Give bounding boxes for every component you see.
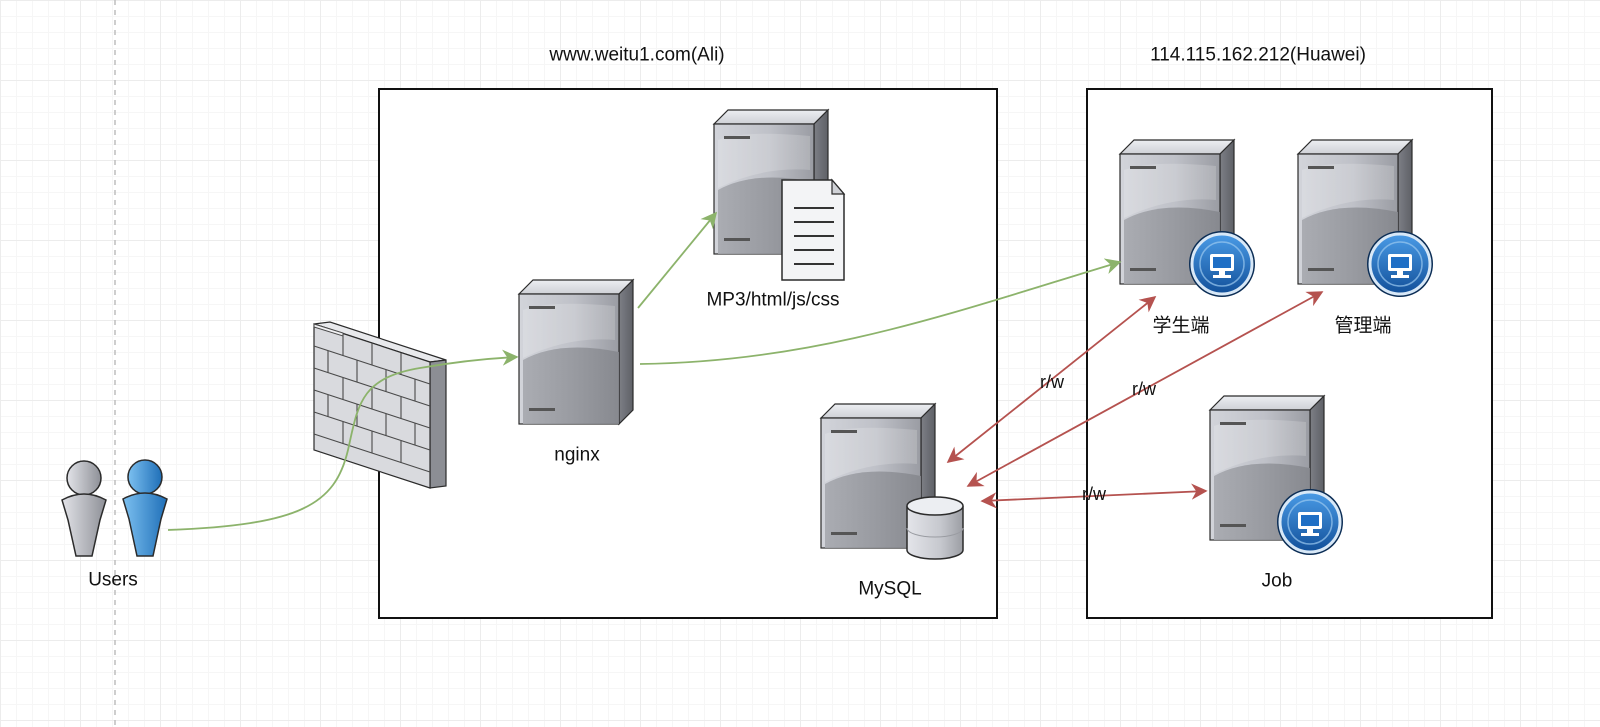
- admin-label: 管理端: [1334, 315, 1392, 337]
- edge-admin-mysql: [966, 291, 1324, 487]
- job-server-icon: [1209, 395, 1345, 557]
- ali-region-title: www.weitu1.com(Ali): [549, 44, 725, 66]
- edge-nginx-to-student: [639, 258, 1122, 365]
- mysql-label: MySQL: [858, 578, 922, 600]
- edge-label-admin-mysql: r/w: [1132, 379, 1156, 399]
- job-label: Job: [1261, 570, 1293, 592]
- firewall-icon: [313, 321, 447, 489]
- users-icon: [61, 459, 168, 557]
- edge-job-mysql: [980, 483, 1208, 509]
- nginx-label: nginx: [554, 444, 600, 466]
- database-server-icon: [820, 403, 964, 560]
- edge-label-job-mysql: r/w: [1082, 484, 1106, 504]
- huawei-region-title: 114.115.162.212(Huawei): [1150, 44, 1366, 66]
- nginx-server-icon: [518, 279, 634, 425]
- edge-users-to-nginx: [167, 349, 519, 531]
- file-server-icon: [713, 109, 846, 281]
- users-label: Users: [88, 569, 138, 591]
- student-label: 学生端: [1152, 315, 1210, 337]
- static-files-label: MP3/html/js/css: [706, 289, 840, 311]
- edge-label-student-mysql: r/w: [1040, 372, 1064, 392]
- edge-nginx-to-static: [637, 211, 718, 309]
